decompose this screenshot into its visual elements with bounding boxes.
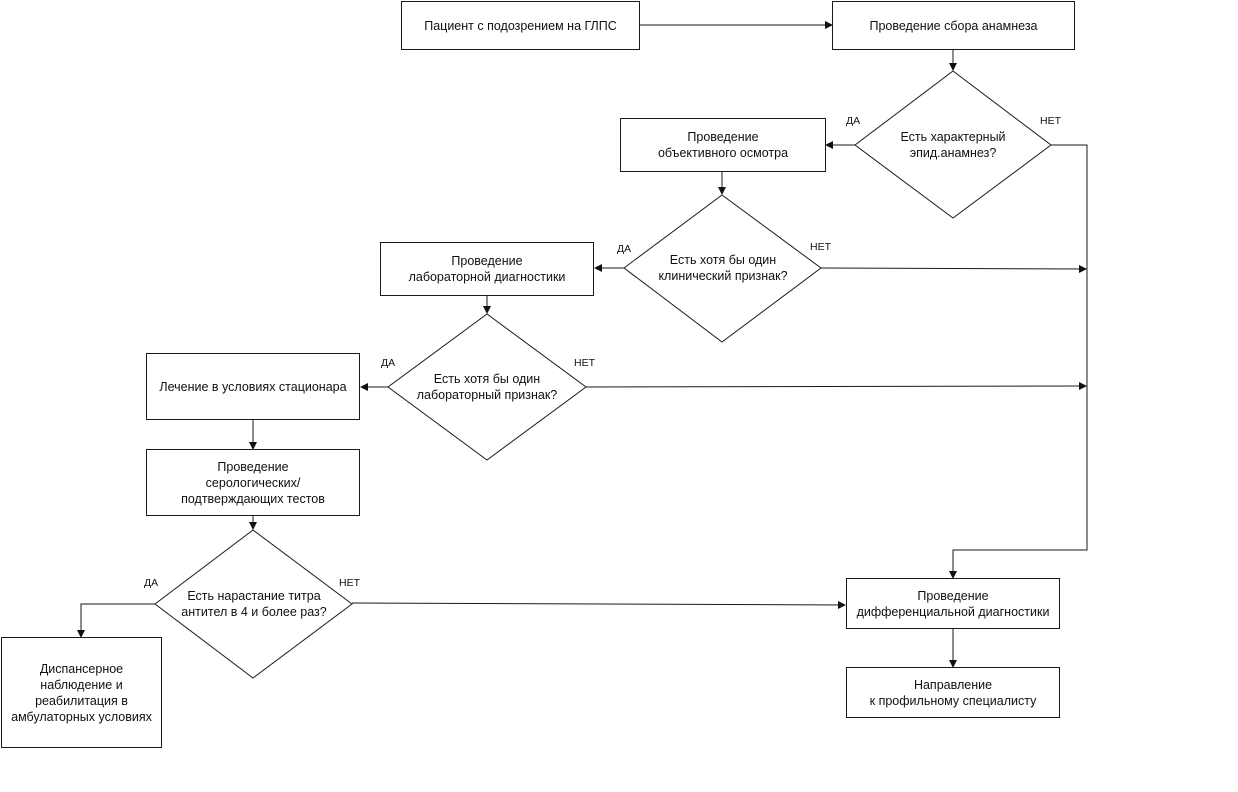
decision-laboratory-diamond	[387, 313, 587, 461]
decision-epid-text: Есть характерный эпид.анамнез?	[900, 130, 1006, 160]
label-laboratory-no: НЕТ	[574, 357, 595, 369]
box-referral: Направление к профильному специалисту	[846, 667, 1060, 718]
box-hospital: Лечение в условиях стационара	[146, 353, 360, 420]
label-titer-yes: ДА	[144, 577, 159, 589]
decision-clinical-text: Есть хотя бы один клинический признак?	[658, 253, 788, 283]
label-epid-yes: ДА	[846, 115, 861, 127]
box-lab: Проведение лабораторной диагностики	[380, 242, 594, 296]
box-differential: Проведение дифференциальной диагностики	[846, 578, 1060, 629]
arrow-clinical-no	[820, 264, 1087, 273]
arrow-laboratory-no	[585, 382, 1087, 391]
label-titer-no: НЕТ	[339, 577, 360, 589]
label-clinical-no: НЕТ	[810, 241, 831, 253]
label-epid-no: НЕТ	[1040, 115, 1061, 127]
label-laboratory-yes: ДА	[381, 357, 396, 369]
label-clinical-yes: ДА	[617, 243, 632, 255]
decision-titer-text: Есть нарастание титра антител в 4 и боле…	[181, 589, 327, 619]
decision-clinical-diamond	[623, 194, 822, 343]
arrow-titer-yes	[77, 603, 155, 638]
arrow-titer-no	[351, 600, 846, 609]
decision-titer-diamond	[154, 529, 353, 679]
decision-epid-diamond	[854, 70, 1052, 219]
box-patient: Пациент с подозрением на ГЛПС	[401, 1, 640, 50]
arrow-epid-no	[949, 144, 1088, 579]
decision-laboratory-text: Есть хотя бы один лабораторный признак?	[416, 372, 558, 402]
box-dispensary: Диспансерное наблюдение и реабилитация в…	[1, 637, 162, 748]
box-anamnesis: Проведение сбора анамнеза	[832, 1, 1075, 50]
box-exam: Проведение объективного осмотра	[620, 118, 826, 172]
box-serology: Проведение серологических/ подтверждающи…	[146, 449, 360, 516]
